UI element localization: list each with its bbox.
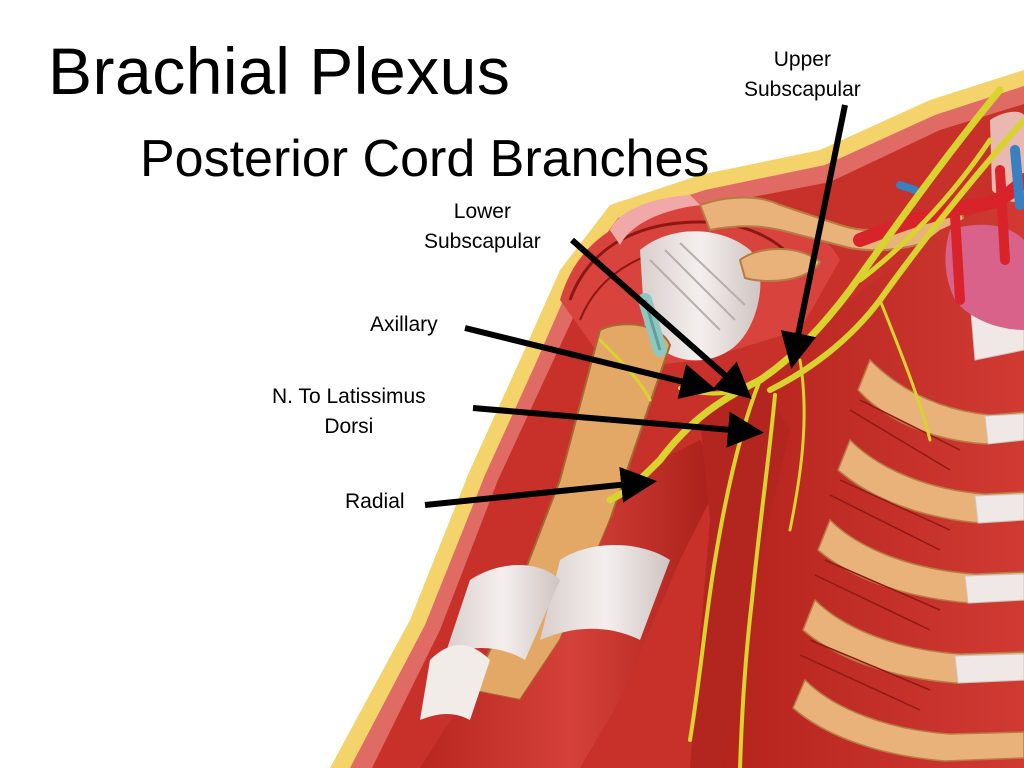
label-latissimus-line1: N. To Latissimus xyxy=(272,385,426,408)
label-lower-subscapular: Lower Subscapular xyxy=(424,197,541,257)
label-upper-subscapular-line2: Subscapular xyxy=(744,78,861,101)
label-radial: Radial xyxy=(345,487,405,517)
label-upper-subscapular-line1: Upper xyxy=(773,48,831,71)
label-axillary-line1: Axillary xyxy=(370,313,438,336)
slide-title: Brachial Plexus xyxy=(48,34,511,108)
label-latissimus-line2: Dorsi xyxy=(324,415,374,438)
label-axillary: Axillary xyxy=(370,310,438,340)
label-lower-subscapular-line2: Subscapular xyxy=(424,230,541,253)
label-radial-line1: Radial xyxy=(345,490,405,513)
slide-subtitle: Posterior Cord Branches xyxy=(140,130,710,188)
label-lower-subscapular-line1: Lower xyxy=(453,200,511,223)
label-upper-subscapular: Upper Subscapular xyxy=(744,45,861,105)
label-latissimus-dorsi: N. To Latissimus Dorsi xyxy=(272,382,426,442)
